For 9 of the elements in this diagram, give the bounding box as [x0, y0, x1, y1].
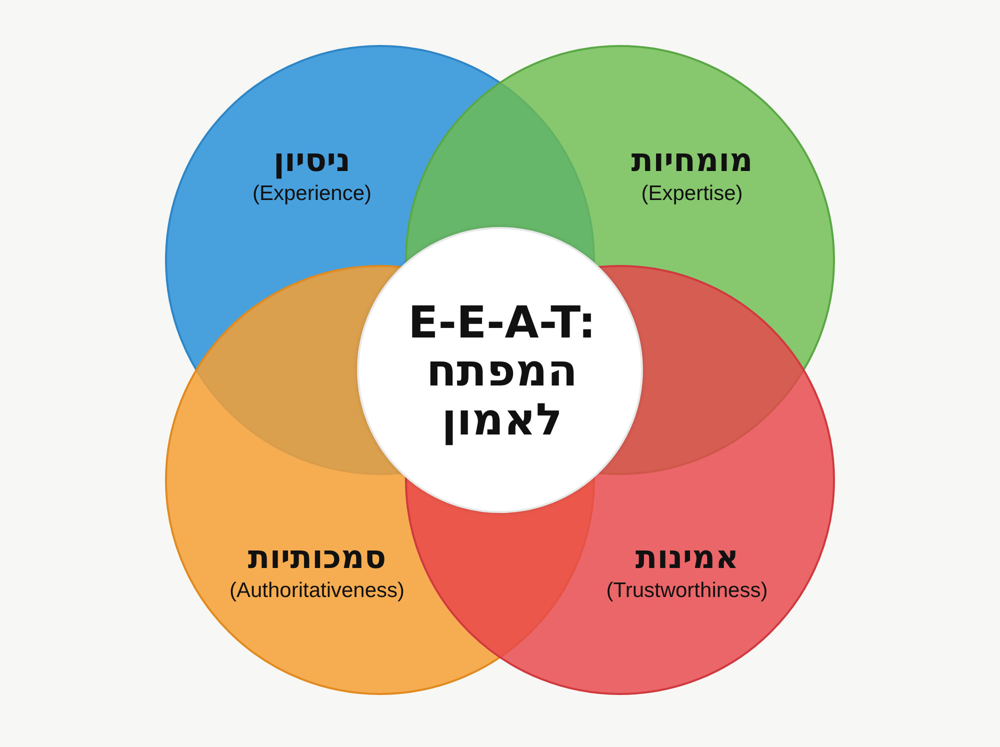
hebrew-heading: סמכותיות	[248, 538, 386, 576]
hebrew-heading: מומחיות	[631, 141, 753, 179]
english-label: (Expertise)	[641, 182, 743, 206]
hebrew-heading: אמינות	[635, 538, 739, 576]
english-label: (Trustworthiness)	[606, 579, 768, 603]
hebrew-heading: ניסיון	[273, 141, 351, 179]
center-title: E-E-A-T: המפתח לאמון	[407, 299, 597, 445]
english-label: (Experience)	[252, 182, 372, 206]
english-label: (Authoritativeness)	[229, 579, 405, 603]
